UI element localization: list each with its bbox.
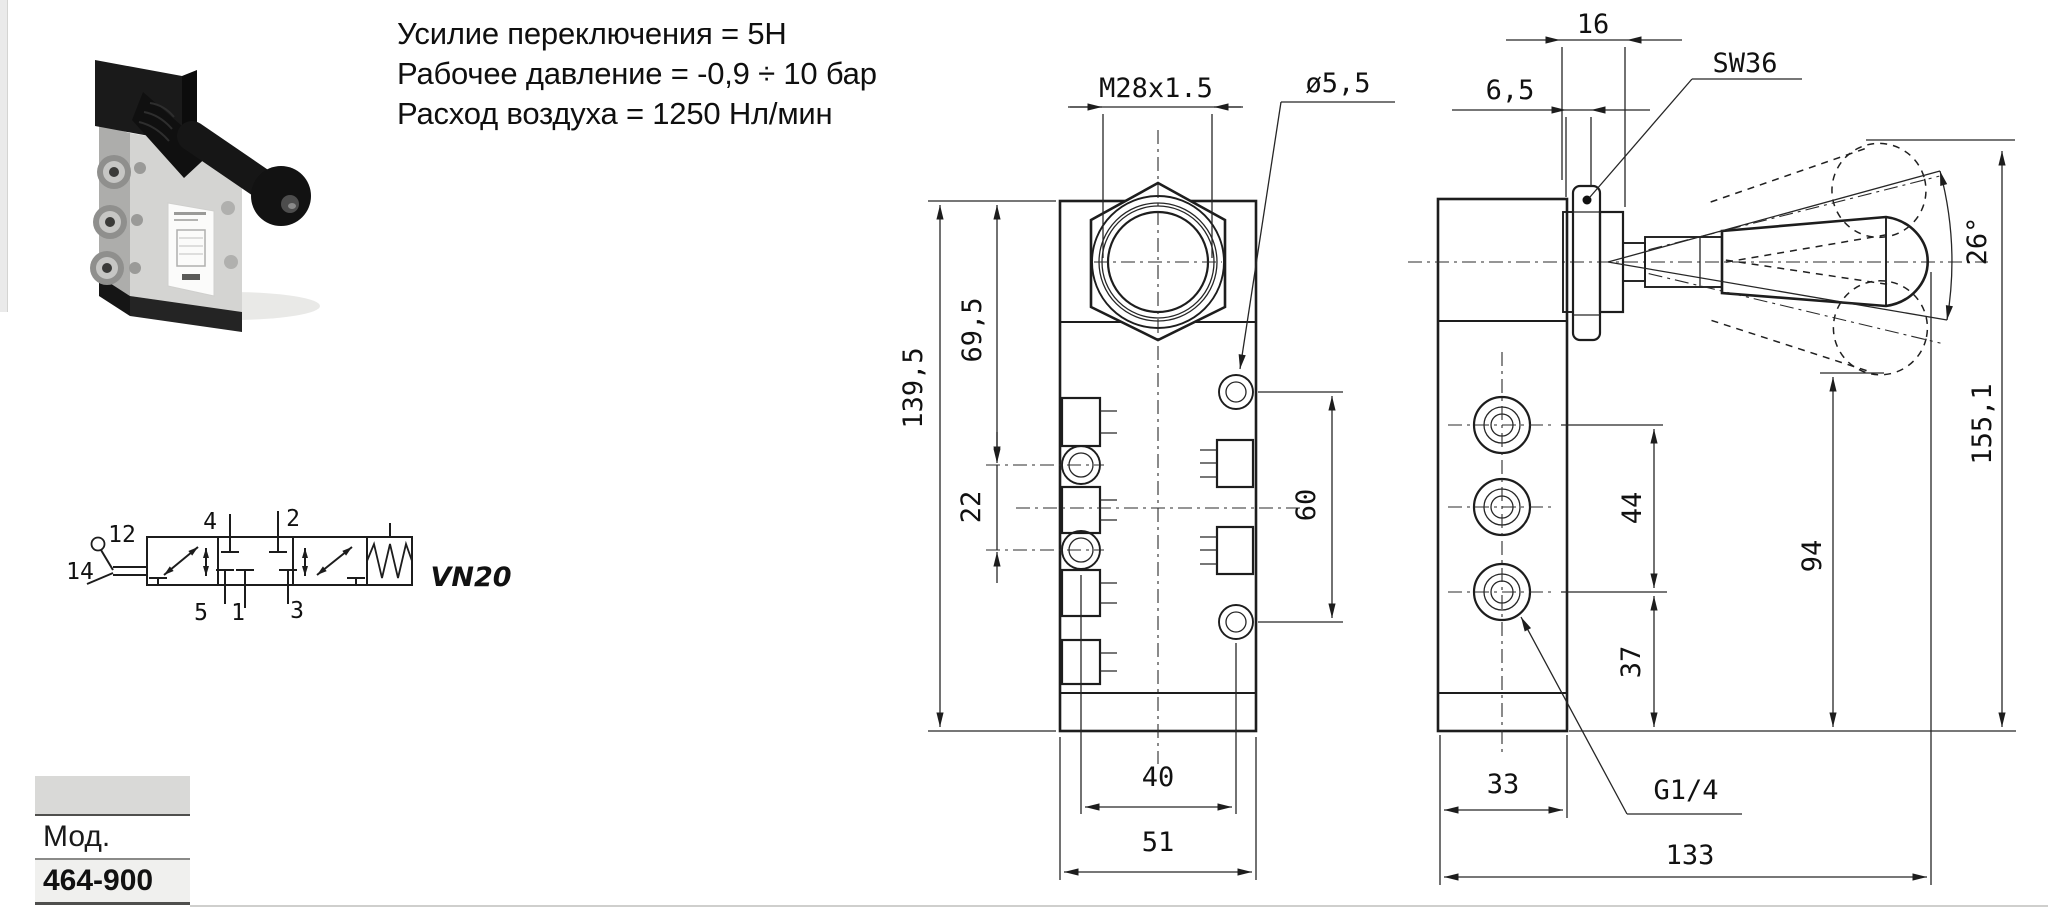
spec-text-block: Усилие переключения = 5Н Рабочее давлени… xyxy=(397,14,877,134)
front-right-ports xyxy=(1200,374,1255,640)
spec-air-flow: Расход воздуха = 1250 Нл/мин xyxy=(397,96,833,131)
front-left-ports xyxy=(1060,396,1117,686)
lever-lower-position xyxy=(1648,259,1941,376)
dim-right-port-spacing: 60 xyxy=(1291,489,1322,522)
port-label-3: 3 xyxy=(290,598,304,624)
dim-thread: M28x1.5 xyxy=(1099,73,1213,104)
port-label-4: 4 xyxy=(203,509,217,535)
spec-working-pressure: Рабочее давление = -0,9 ÷ 10 бар xyxy=(397,56,877,91)
pneumatic-schematic: 12 14 4 2 5 1 3 VN20 xyxy=(66,506,511,626)
valve-type-label: VN20 xyxy=(430,562,511,593)
dim-port-spacing: 44 xyxy=(1617,492,1648,525)
port-label-14: 14 xyxy=(66,559,94,585)
model-number: 464-900 xyxy=(35,860,190,905)
dim-lever-clearance: 94 xyxy=(1797,540,1828,573)
port-label-1: 1 xyxy=(231,600,245,626)
hex-nut-side xyxy=(1571,184,1602,342)
dim-panel-thickness: 6,5 xyxy=(1486,75,1535,106)
front-view: M28x1.5 ø5,5 139,5 69,5 22 xyxy=(898,68,1395,880)
lever-actuator-symbol xyxy=(86,536,147,585)
footer-rule xyxy=(190,905,2048,907)
dim-hole-spacing: 40 xyxy=(1142,762,1175,793)
dim-body-depth: 33 xyxy=(1487,769,1520,800)
photo-port-icons xyxy=(90,155,131,285)
dim-nut-width: 16 xyxy=(1577,9,1610,40)
model-label: Мод. xyxy=(35,816,190,860)
port-label-2: 2 xyxy=(286,506,300,532)
dim-body-width: 51 xyxy=(1142,827,1175,858)
dim-port-offset: 22 xyxy=(956,491,987,524)
dim-port-thread: G1/4 xyxy=(1653,775,1718,806)
lever-handle xyxy=(1720,215,1930,308)
dim-bottom-port-height: 37 xyxy=(1616,646,1647,679)
port-label-12: 12 xyxy=(108,522,136,548)
dim-total-height: 139,5 xyxy=(898,347,929,428)
product-photo xyxy=(90,60,320,332)
dim-top-to-port: 69,5 xyxy=(957,297,988,362)
model-table: Мод. 464-900 xyxy=(35,776,190,905)
dim-total-length: 133 xyxy=(1666,840,1715,871)
dim-pilot-hole: ø5,5 xyxy=(1305,68,1370,99)
dim-max-height: 155,1 xyxy=(1967,383,1998,464)
port-label-5: 5 xyxy=(194,600,208,626)
spec-switching-force: Усилие переключения = 5Н xyxy=(397,16,787,51)
side-view: 26° 16 6,5 SW36 44 37 xyxy=(1408,9,2016,885)
model-table-header-cell xyxy=(35,776,190,816)
left-edge-bar xyxy=(0,0,8,312)
dim-wrench-size: SW36 xyxy=(1712,48,1777,79)
lever-upper-position xyxy=(1648,142,1940,263)
dim-lever-angle: 26° xyxy=(1962,217,1993,266)
